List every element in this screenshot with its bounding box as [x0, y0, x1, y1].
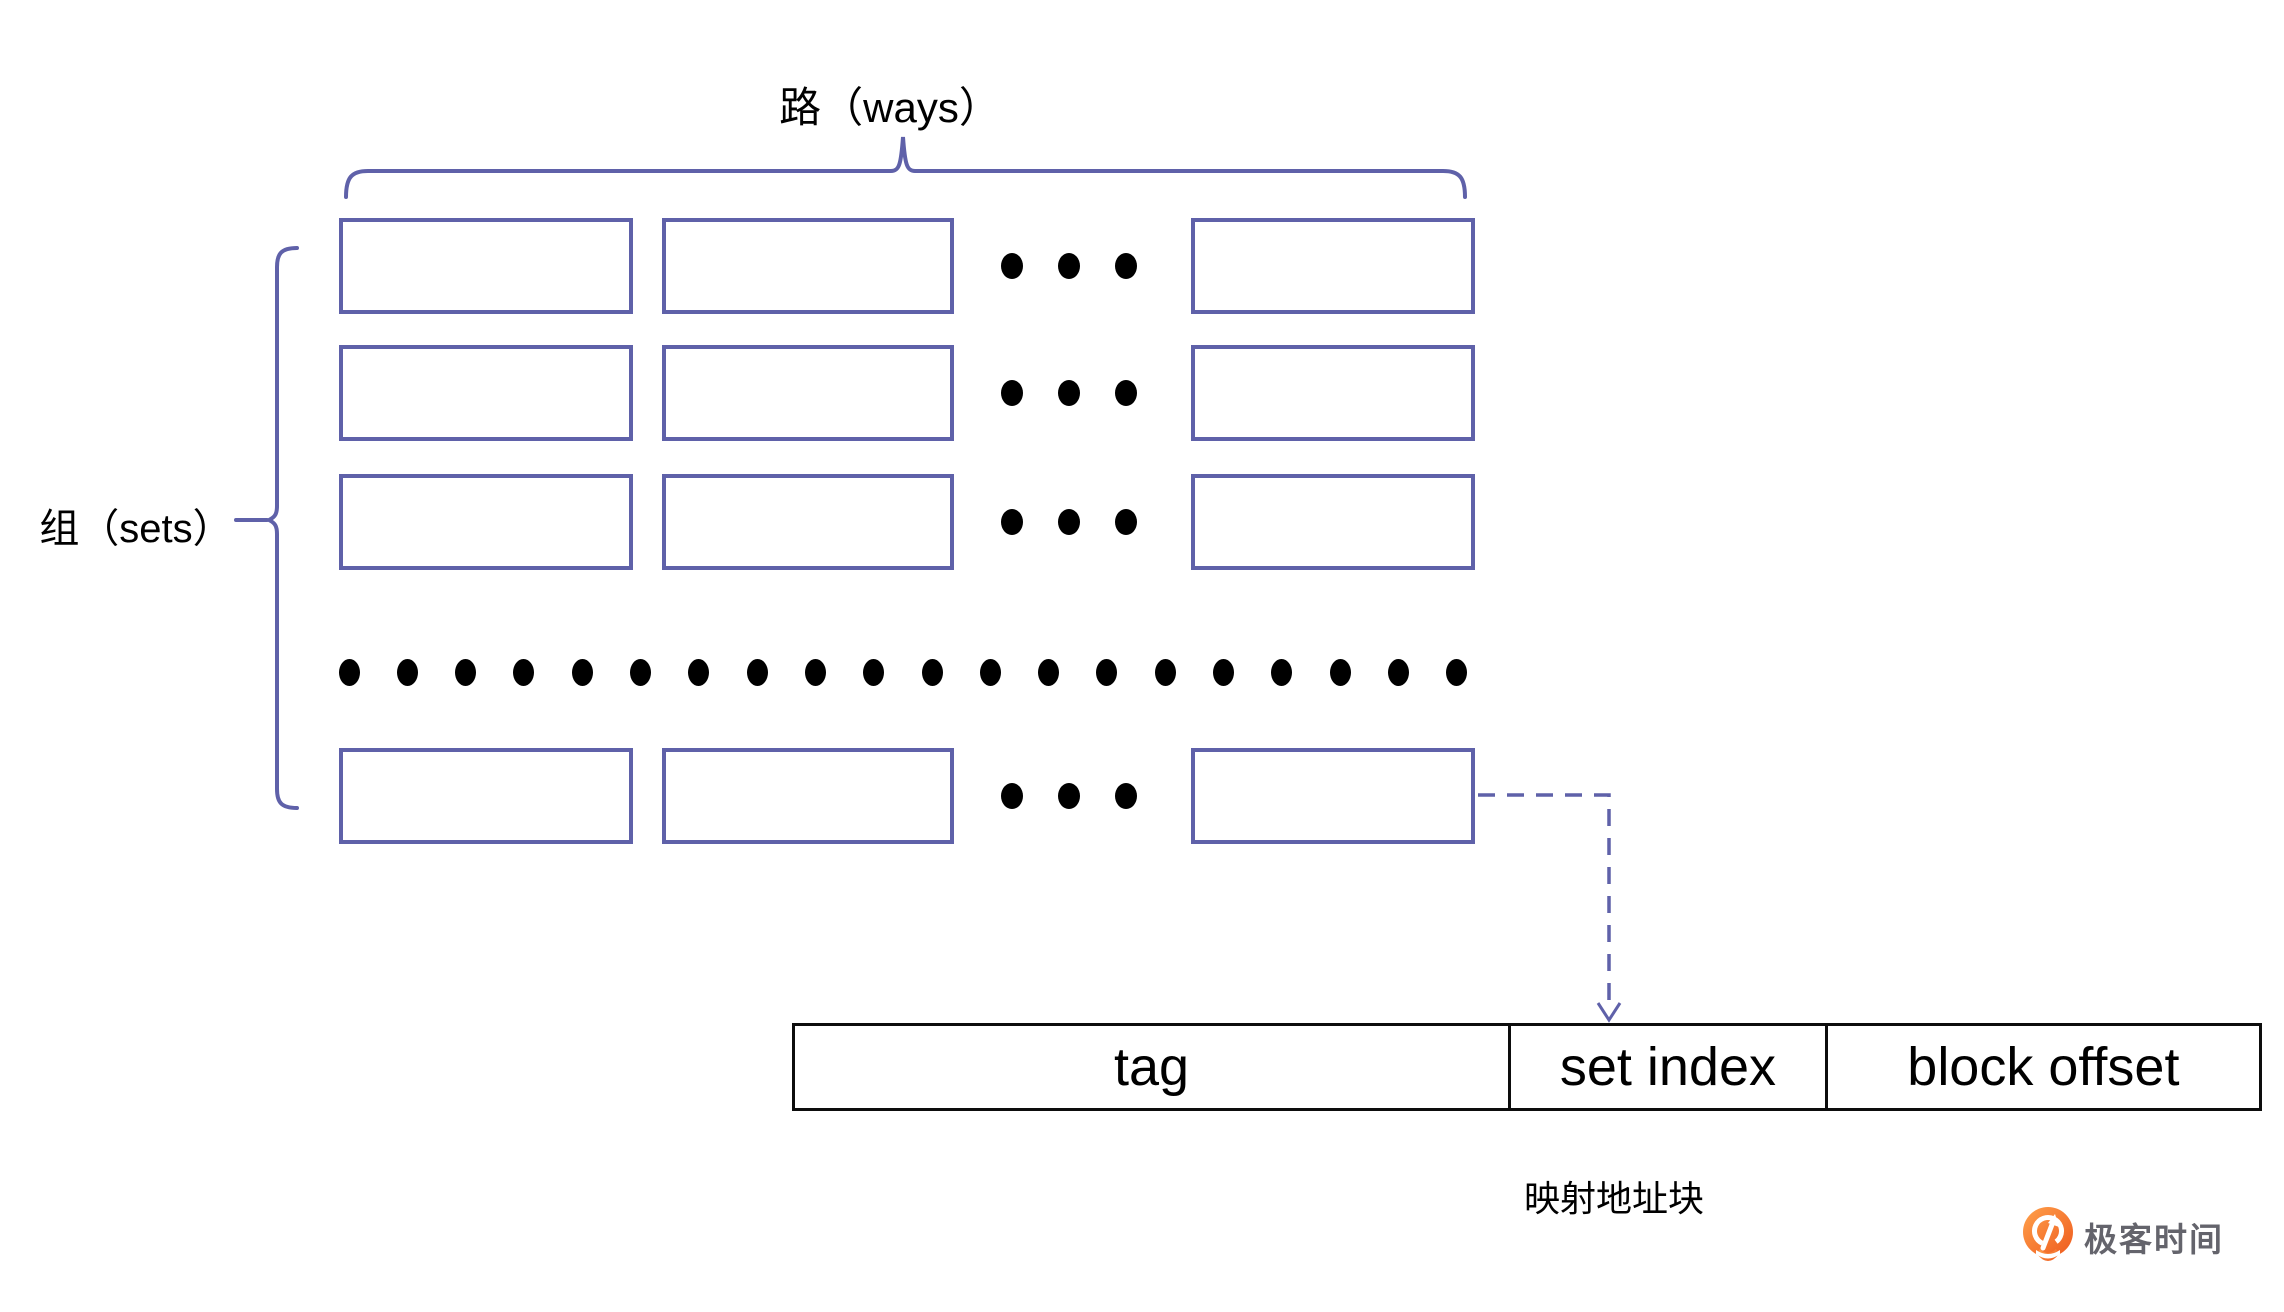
geektime-logo: 极客时间 [2022, 1206, 2224, 1268]
ways-ellipsis-dot [1058, 253, 1080, 279]
sets-ellipsis-dot [863, 658, 885, 686]
ways-ellipsis-dot [1058, 509, 1080, 535]
ways-ellipsis-dot [1058, 380, 1080, 406]
address-field-table: tag set index block offset [792, 1023, 2262, 1111]
ways-ellipsis-dot [1115, 253, 1137, 279]
tag-field: tag [1113, 1037, 1190, 1097]
cache-block [662, 474, 954, 570]
sets-ellipsis-dot [746, 658, 768, 686]
sets-ellipsis-dot [1096, 658, 1118, 686]
sets-ellipsis-dot [979, 658, 1001, 686]
block-offset-field: block offset [1824, 1026, 2259, 1108]
cache-block [662, 345, 954, 441]
sets-brace [264, 246, 299, 810]
ways-ellipsis-dot [1001, 253, 1023, 279]
sets-ellipsis-dot [1446, 658, 1468, 686]
ways-ellipsis-dot [1058, 783, 1080, 809]
geektime-logo-text: 极客时间 [2084, 1221, 2224, 1258]
ways-ellipsis-dot [1001, 509, 1023, 535]
ways-ellipsis-dot [1115, 783, 1137, 809]
sets-ellipsis-dot [1329, 658, 1351, 686]
sets-ellipsis-dot [921, 658, 943, 686]
cache-block [1191, 748, 1475, 844]
sets-ellipsis-dot [1154, 658, 1176, 686]
ways-ellipsis-dot [1001, 783, 1023, 809]
cache-block [1191, 474, 1475, 570]
set-index-field: set index [1508, 1026, 1825, 1108]
sets-label: 组（sets） [39, 507, 233, 551]
cache-block [662, 748, 954, 844]
ways-brace [344, 136, 1467, 199]
sets-ellipsis-dot [1387, 658, 1409, 686]
sets-ellipsis-dot [630, 658, 651, 686]
sets-ellipsis-dot [1213, 658, 1234, 686]
sets-ellipsis-dot [455, 658, 477, 686]
sets-ellipsis-dot [513, 658, 535, 686]
sets-ellipsis-dot [1271, 658, 1293, 686]
sets-ellipsis-dot [571, 658, 593, 686]
ways-ellipsis-dot [1115, 380, 1137, 406]
sets-ellipsis-dot [688, 658, 710, 686]
cache-block [1191, 345, 1475, 441]
sets-ellipsis-dot [1038, 658, 1060, 686]
cache-block [339, 474, 633, 570]
cache-block [339, 345, 633, 441]
ways-ellipsis-dot [1115, 509, 1137, 535]
mapping-connector-dashed [1478, 793, 1611, 1012]
cache-block [339, 748, 633, 844]
cache-block [662, 218, 954, 314]
ways-label: 路（ways） [779, 84, 1001, 131]
mapping-address-label: 映射地址块 [1523, 1178, 1704, 1219]
ways-ellipsis-dot [1001, 380, 1023, 406]
geektime-q-arrow-icon [2023, 1207, 2073, 1261]
mapping-connector-arrowhead [1596, 1002, 1622, 1023]
cache-block [339, 218, 633, 314]
sets-ellipsis-dot [396, 658, 418, 686]
sets-ellipsis-dot [804, 658, 826, 686]
sets-ellipsis-dot [338, 658, 360, 686]
cache-block [1191, 218, 1475, 314]
